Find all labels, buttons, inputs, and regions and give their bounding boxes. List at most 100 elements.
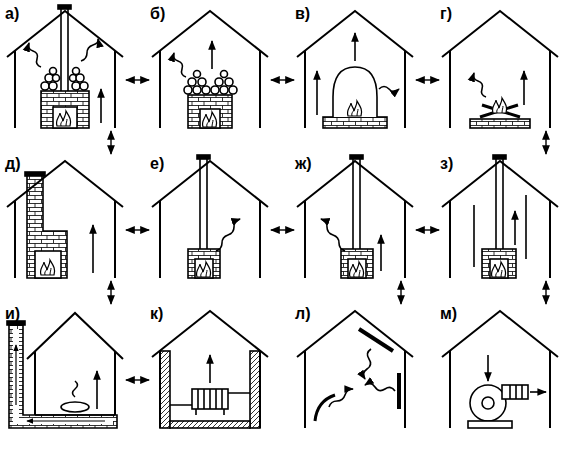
house-panel: и) [5, 305, 125, 430]
illustration-part [493, 155, 506, 159]
illustration-part [365, 383, 395, 391]
illustration-part [13, 329, 19, 421]
transition-arrow [126, 79, 149, 80]
illustration-part [50, 68, 57, 75]
panel-letter: л) [295, 305, 311, 323]
illustration-part [192, 389, 228, 409]
illustration-part [170, 393, 250, 415]
illustration-part [81, 39, 98, 61]
house-outline [440, 305, 560, 430]
illustration-part [216, 219, 240, 251]
illustration-part [53, 75, 60, 82]
illustration-part [470, 385, 506, 421]
illustration-part [468, 421, 512, 428]
illustration-part [225, 78, 233, 86]
jacketed-fireplace [474, 155, 526, 278]
illustration-part [56, 111, 70, 126]
illustration-part [197, 155, 210, 159]
illustration-part [25, 172, 45, 176]
illustration-part [482, 249, 516, 278]
transition-arrow [126, 229, 149, 230]
illustration-part [487, 355, 489, 381]
illustration-part [229, 86, 237, 94]
illustration-part [482, 397, 494, 409]
panel-letter: е) [150, 155, 164, 173]
panel-letter: м) [440, 305, 457, 323]
illustration-part [198, 389, 222, 409]
illustration-part [474, 195, 526, 267]
illustration-part [45, 74, 53, 82]
illustration-part [72, 82, 80, 90]
house-outline [150, 155, 270, 280]
panel-letter: а) [5, 5, 19, 23]
illustration-part [96, 371, 98, 409]
house-panel: д) [5, 155, 125, 280]
illustration-part [474, 73, 487, 97]
house-outline [295, 5, 415, 130]
illustration-part [61, 9, 68, 91]
illustration-part [13, 418, 113, 424]
illustration-part [470, 119, 530, 128]
transition-arrow [110, 131, 111, 154]
illustration-part [329, 389, 353, 407]
illustration-part [530, 391, 546, 393]
illustration-part [27, 175, 67, 278]
house-outline-path [7, 11, 123, 128]
illustration-part [184, 86, 192, 94]
illustration-part [73, 68, 80, 75]
stone-heater-chimney [29, 5, 102, 128]
illustration-part [92, 225, 94, 273]
illustration-part [209, 355, 211, 383]
panel-letter: з) [440, 155, 453, 173]
illustration-part [397, 373, 401, 409]
house-outline [5, 305, 125, 430]
house-outline-path [152, 161, 268, 278]
illustration-part [188, 78, 196, 86]
illustration-part [480, 105, 520, 117]
illustration-part [379, 87, 399, 92]
house-outline [295, 155, 415, 280]
house-outline [295, 305, 415, 430]
illustration-part [315, 395, 335, 421]
transition-arrow [545, 131, 546, 154]
house-outline-path [442, 161, 558, 278]
illustration-part [100, 89, 102, 123]
house-outline-path [297, 11, 413, 128]
house-panel: з) [440, 155, 560, 280]
illustration-part [195, 259, 213, 278]
illustration-part [215, 78, 223, 86]
panel-letter: и) [5, 305, 20, 323]
illustration-part [80, 82, 88, 90]
illustration-part [347, 101, 361, 116]
house-panel: к) [150, 305, 270, 430]
illustration-part [354, 33, 356, 61]
house-panel: ж) [295, 155, 415, 280]
air-blower [468, 355, 546, 428]
illustration-part [491, 262, 505, 277]
illustration-part [492, 98, 506, 113]
house-outline [5, 5, 125, 130]
illustration-part [496, 159, 503, 249]
smoke-heater [174, 41, 238, 128]
transition-arrow [271, 229, 294, 230]
illustration-part [174, 53, 187, 77]
illustration-part [188, 95, 232, 128]
house-outline [150, 5, 270, 130]
house-outline [440, 155, 560, 280]
transition-arrow [545, 281, 546, 304]
illustration-part [40, 260, 54, 275]
illustration-part [70, 75, 77, 82]
illustration-part [160, 351, 170, 428]
domed-hearth [317, 33, 399, 128]
illustration-part [9, 325, 117, 428]
illustration-part [359, 329, 393, 351]
illustration-part [221, 71, 228, 78]
house-outline [5, 155, 125, 280]
house-outline-path [297, 311, 413, 428]
illustration-part [200, 159, 207, 249]
illustration-part [323, 117, 387, 128]
panel-letter: б) [150, 5, 165, 23]
illustration-part [349, 262, 363, 277]
